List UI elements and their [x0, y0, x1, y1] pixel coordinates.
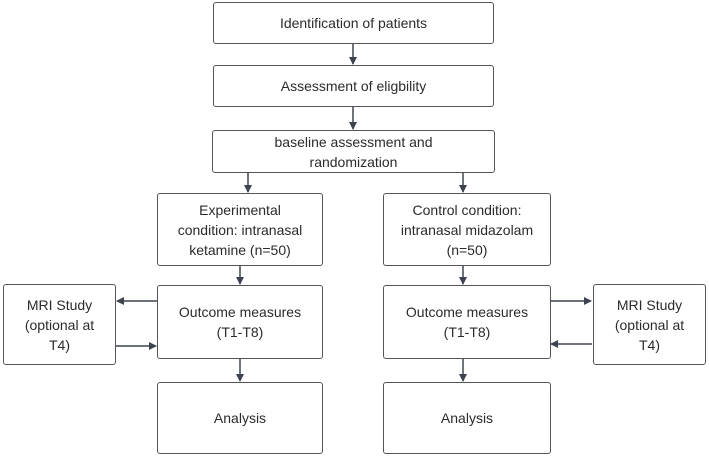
- outcome-left-label-line2: (T1-T8): [216, 324, 264, 340]
- outcome-measures-right-box: Outcome measures (T1-T8): [383, 285, 551, 359]
- eligibility-label: Assessment of eligbility: [280, 78, 427, 94]
- outcome-measures-left-box: Outcome measures (T1-T8): [157, 285, 323, 359]
- outcome-right-label-line1: Outcome measures: [405, 304, 529, 320]
- experimental-condition-box: Experimental condition: intranasal ketam…: [157, 193, 323, 266]
- mri-left-label-line1: MRI Study: [26, 296, 93, 313]
- eligibility-box: Assessment of eligbility: [213, 65, 494, 107]
- analysis-right-box: Analysis: [383, 382, 551, 454]
- mri-right-label-line3: T4): [639, 336, 660, 353]
- mri-right-label-line1: MRI Study: [616, 296, 683, 313]
- experimental-label-line3: ketamine (n=50): [189, 241, 291, 258]
- mri-left-label-line3: T4): [49, 336, 70, 353]
- mri-right-label-line2: (optional at: [614, 316, 685, 333]
- analysis-right-label: Analysis: [440, 410, 494, 426]
- mri-left-label-line2: (optional at: [24, 316, 95, 333]
- baseline-label-line1: baseline assessment and: [274, 133, 433, 150]
- baseline-label-line2: randomization: [309, 153, 398, 170]
- analysis-left-label: Analysis: [213, 410, 267, 426]
- outcome-left-label-line1: Outcome measures: [178, 304, 302, 320]
- identification-box: Identification of patients: [213, 2, 494, 44]
- experimental-label-line2: condition: intranasal: [177, 221, 303, 238]
- mri-study-right-box: MRI Study (optional at T4): [593, 284, 706, 365]
- identification-label: Identification of patients: [279, 15, 428, 31]
- control-condition-box: Control condition: intranasal midazolam …: [383, 193, 551, 266]
- outcome-right-label-line2: (T1-T8): [443, 324, 491, 340]
- control-label-line1: Control condition:: [412, 201, 522, 218]
- analysis-left-box: Analysis: [157, 382, 323, 454]
- mri-study-left-box: MRI Study (optional at T4): [3, 284, 116, 365]
- baseline-randomization-box: baseline assessment and randomization: [212, 130, 495, 173]
- experimental-label-line1: Experimental: [199, 201, 281, 218]
- control-label-line2: intranasal midazolam: [400, 221, 534, 238]
- control-label-line3: (n=50): [446, 241, 488, 258]
